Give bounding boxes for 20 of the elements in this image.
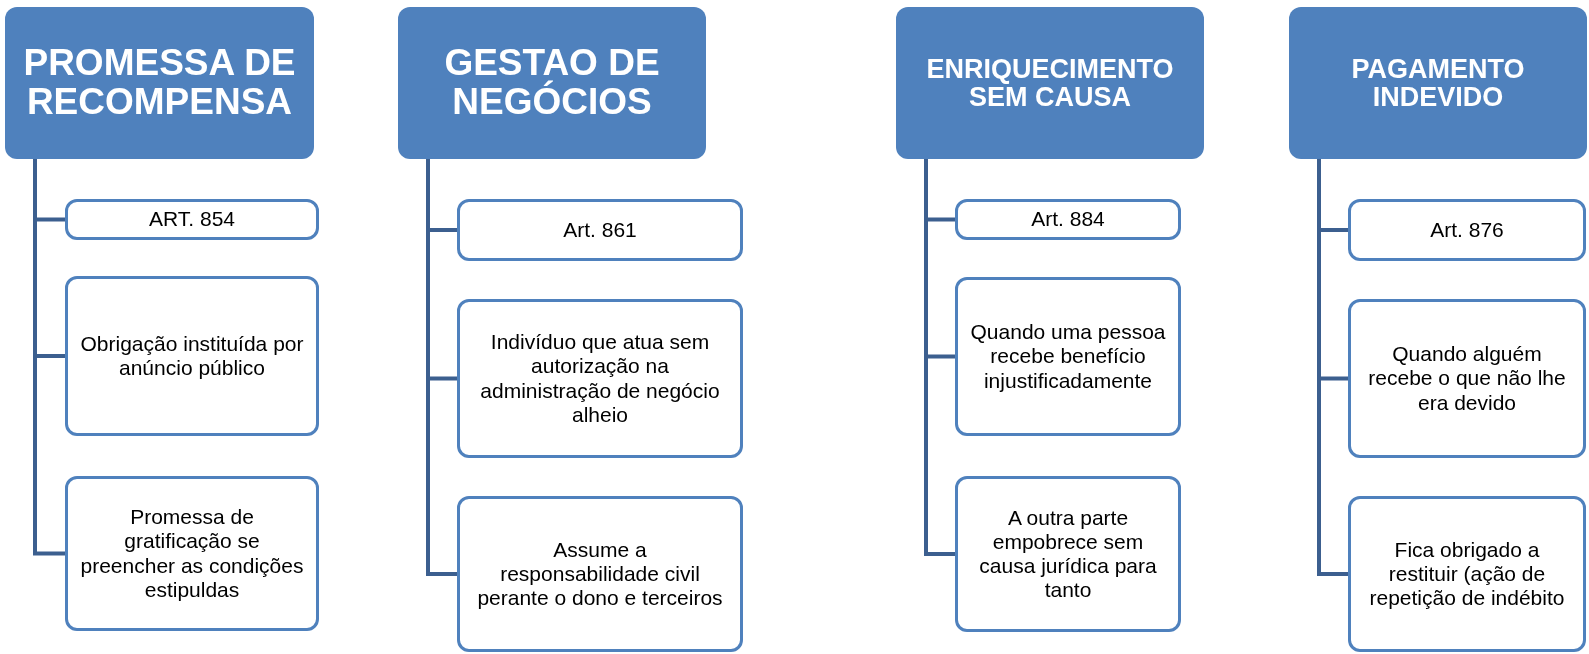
content-box: Indivíduo que atua sem autorização na administração de negócio alheio xyxy=(457,299,743,458)
content-box: Art. 884 xyxy=(955,199,1181,240)
content-box: Art. 861 xyxy=(457,199,743,261)
content-box: Obrigação instituída por anúncio público xyxy=(65,276,319,436)
content-box: Art. 876 xyxy=(1348,199,1586,261)
content-box: Fica obrigado a restituir (ação de repetição de indébito xyxy=(1348,496,1586,652)
content-box: Quando alguém recebe o que não lhe era devido xyxy=(1348,299,1586,458)
content-box: Promessa de gratificação se preencher as condições estipuldas xyxy=(65,476,319,631)
header-box: ENRIQUECIMENTO SEM CAUSA xyxy=(896,7,1204,159)
content-box: Quando uma pessoa recebe benefício injustificadamente xyxy=(955,277,1181,436)
connector-line xyxy=(1317,159,1348,576)
header-box: PAGAMENTO INDEVIDO xyxy=(1289,7,1587,159)
connector-line xyxy=(426,159,457,576)
connector-line xyxy=(924,159,955,556)
connector-line xyxy=(33,159,65,556)
content-box: ART. 854 xyxy=(65,199,319,240)
header-box: GESTAO DE NEGÓCIOS xyxy=(398,7,706,159)
content-box: Assume a responsabilidade civil perante o dono e terceiros xyxy=(457,496,743,652)
content-box: A outra parte empobrece sem causa jurídica para tanto xyxy=(955,476,1181,632)
header-box: PROMESSA DE RECOMPENSA xyxy=(5,7,314,159)
